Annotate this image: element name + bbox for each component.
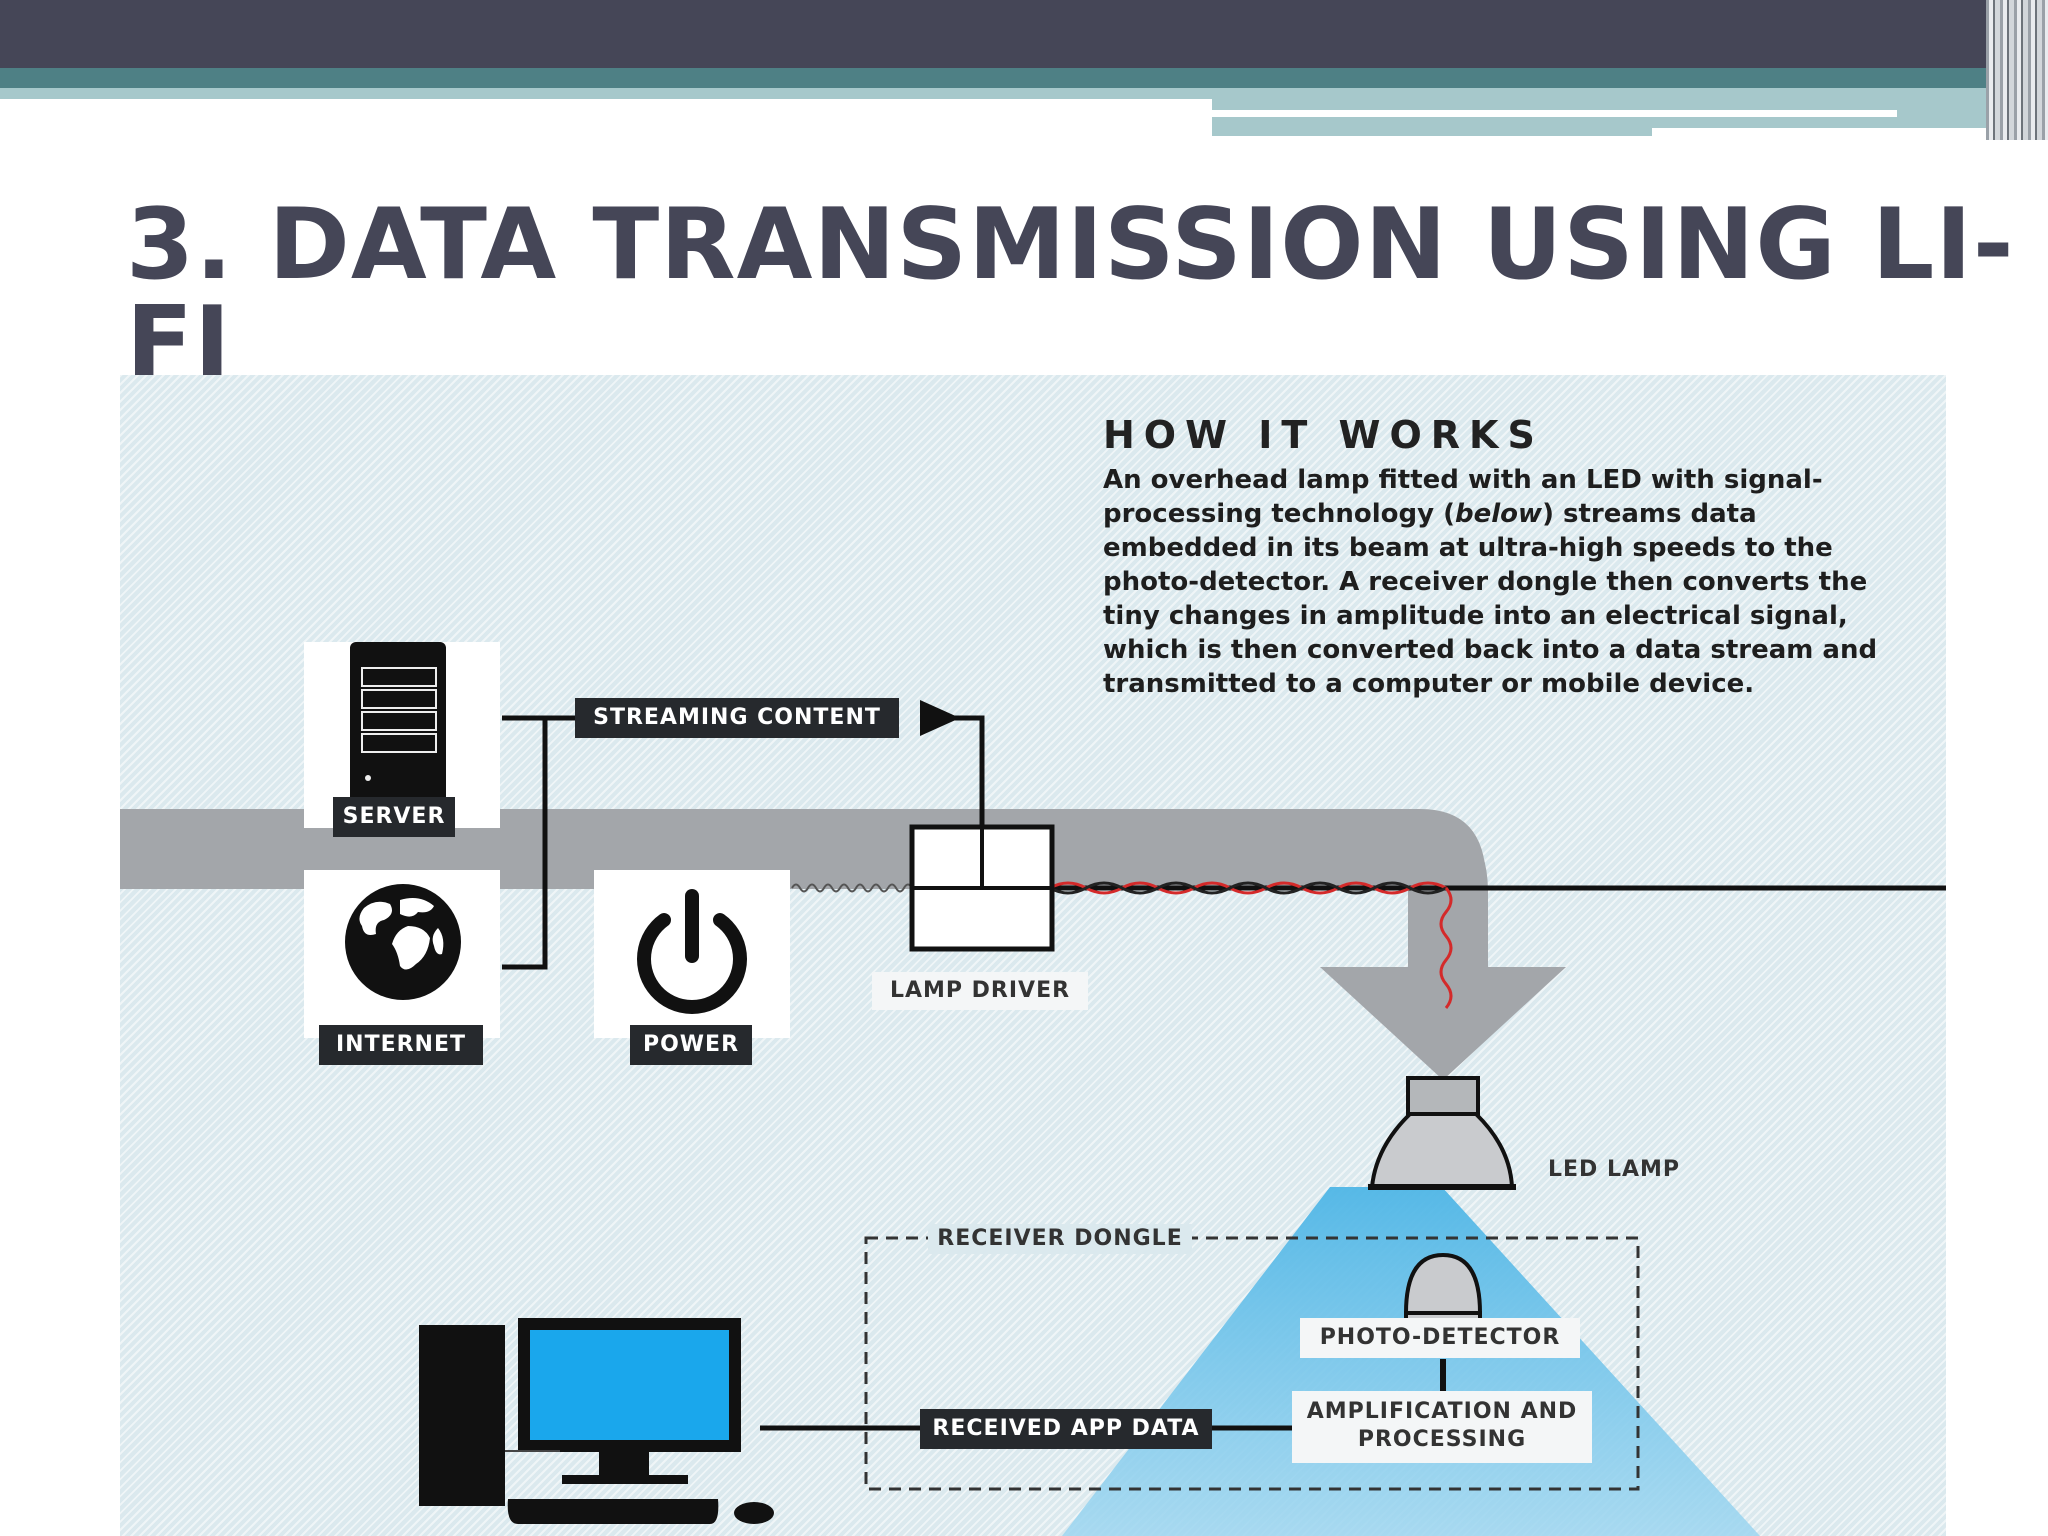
- receiver-dongle-label: RECEIVER DONGLE: [928, 1224, 1192, 1254]
- internet-label: INTERNET: [319, 1025, 483, 1065]
- how-it-works-body-lead: An overhead lamp fitted with an LED with…: [1103, 465, 1823, 529]
- amplification-processing-label: AMPLIFICATION AND PROCESSING: [1292, 1391, 1592, 1463]
- signal-wire-red: [1049, 881, 1447, 895]
- slide-title: 3. DATA TRANSMISSION USING LI-FI: [126, 188, 2015, 400]
- power-label: POWER: [630, 1025, 752, 1065]
- header-light-bar: [0, 88, 1212, 99]
- header-stripes: [1986, 0, 2048, 140]
- globe-icon: [345, 884, 461, 1000]
- signal-wire-black: [1049, 881, 1447, 895]
- receiver-dongle-box: [864, 1236, 1640, 1491]
- amplification-label-line2: PROCESSING: [1357, 1427, 1527, 1452]
- led-lamp-label: LED LAMP: [1548, 1157, 1681, 1182]
- how-it-works-body-italic: below: [1455, 499, 1543, 529]
- photo-detector-icon: [1403, 1252, 1483, 1329]
- streaming-arrowhead: [920, 700, 960, 736]
- server-icon: [350, 642, 446, 810]
- streaming-content-label: STREAMING CONTENT: [575, 698, 899, 738]
- internet-tile: [304, 870, 500, 1038]
- desktop-computer-icon: [419, 1318, 774, 1524]
- server-label: SERVER: [333, 797, 455, 837]
- received-app-data-label: RECEIVED APP DATA: [920, 1409, 1212, 1449]
- lamp-driver-label: LAMP DRIVER: [872, 972, 1088, 1010]
- how-it-works-body-tail: ) streams data embedded in its beam at u…: [1103, 499, 1878, 699]
- header-accent-line-short: [1652, 128, 2000, 138]
- how-it-works-body: An overhead lamp fitted with an LED with…: [1103, 463, 1883, 701]
- lifi-diagram: HOW IT WORKS An overhead lamp fitted wit…: [120, 375, 1946, 1536]
- power-tile: [594, 870, 790, 1038]
- how-it-works-heading: HOW IT WORKS: [1103, 413, 1544, 457]
- led-lamp-icon: [1368, 1076, 1516, 1190]
- header-teal-bar: [0, 68, 2048, 88]
- amplification-label-line1: AMPLIFICATION AND: [1306, 1399, 1578, 1424]
- signal-wire-drop: [1439, 887, 1453, 1009]
- down-arrow: [1320, 967, 1566, 1080]
- header-accent-line: [1212, 110, 1897, 117]
- power-icon: [637, 889, 747, 1014]
- server-connector: [502, 715, 548, 970]
- header-dark-bar: [0, 0, 2048, 68]
- photo-detector-label: PHOTO-DETECTOR: [1300, 1318, 1580, 1358]
